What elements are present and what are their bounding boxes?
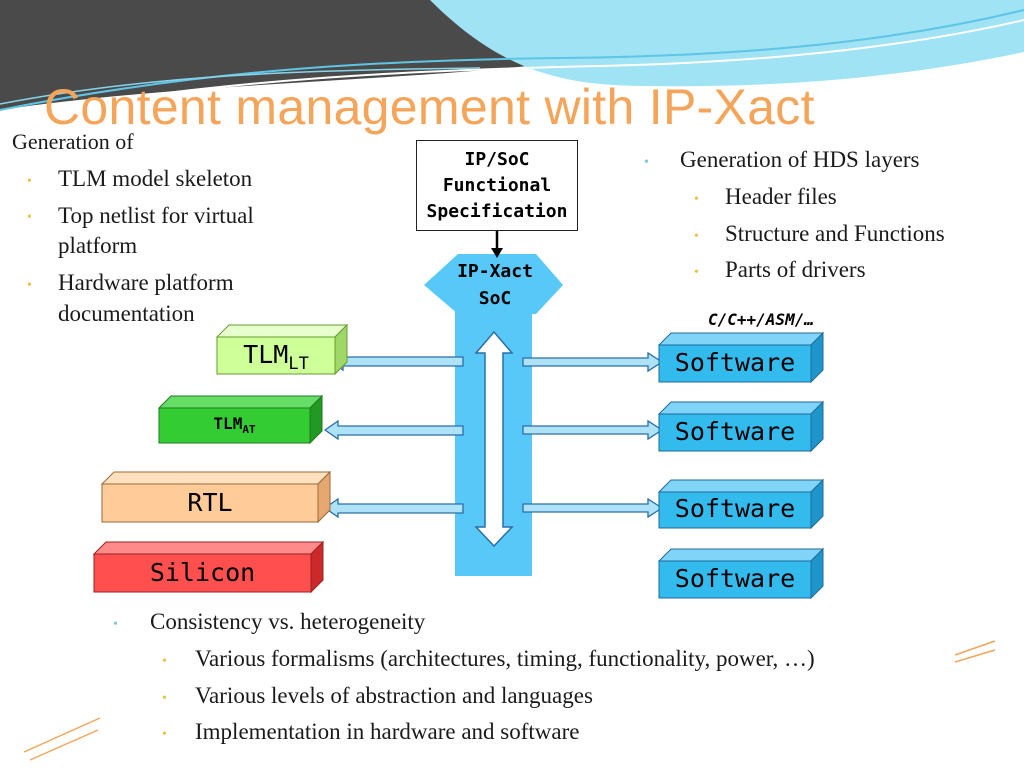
tlm-lt-main: TLM: [243, 340, 289, 369]
software-box-3: [657, 478, 825, 530]
rtl-label: RTL: [187, 488, 233, 517]
ipxact-line-1: IP-Xact: [457, 261, 533, 282]
software-box-1: [657, 331, 825, 384]
right-item-3: Parts of drivers: [725, 257, 866, 282]
header-wave-line-1: [0, 9, 1024, 111]
arrow-to-software-1: [522, 351, 664, 373]
tlm-at-box: [157, 394, 324, 445]
vertical-double-arrow: [474, 330, 514, 548]
right-heading: Generation of HDS layers: [680, 147, 920, 172]
deco-stroke-left: [23, 717, 101, 761]
arrow-to-software-3: [522, 497, 664, 519]
ipxact-line-2: SoC: [478, 288, 512, 309]
software-label-4: Software: [674, 564, 796, 593]
bullet-icon: •: [113, 617, 118, 632]
deco-stroke-right: [954, 640, 996, 663]
tlm-at-label: TLMAT: [159, 414, 310, 436]
left-heading: Generation of: [12, 129, 134, 154]
left-item-3: Hardware platform: [58, 270, 234, 295]
tlm-lt-label: TLMLT: [217, 340, 335, 374]
bullet-icon: •: [27, 278, 32, 293]
software-box-4: [657, 547, 825, 600]
arrow-to-tlm-lt: [328, 350, 464, 372]
software-label-2: Software: [674, 417, 796, 446]
c-languages-label: C/C++/ASM/…: [708, 310, 814, 329]
bullet-icon: •: [644, 155, 649, 170]
bullet-icon: •: [162, 727, 167, 742]
bullet-icon: •: [27, 210, 32, 225]
tlm-lt-box: [215, 323, 349, 376]
bottom-item-3: Implementation in hardware and software: [195, 719, 580, 744]
left-item-3-cont: documentation: [58, 301, 195, 326]
bullet-icon: •: [162, 654, 167, 669]
spec-line-2: Functional: [442, 175, 552, 196]
header-wave-line-3: [0, 67, 481, 105]
bullet-icon: •: [162, 691, 167, 706]
tlm-at-main: TLM: [213, 414, 243, 433]
tlm-at-sub: AT: [242, 423, 256, 437]
left-item-2-cont: platform: [58, 233, 138, 258]
software-label-1: Software: [674, 348, 796, 377]
bottom-item-2: Various levels of abstraction and langua…: [195, 683, 593, 708]
software-box-2: [657, 400, 825, 453]
right-item-2: Structure and Functions: [725, 221, 945, 246]
silicon-label: Silicon: [149, 558, 256, 587]
bullet-icon: •: [694, 192, 699, 207]
right-item-1: Header files: [725, 184, 837, 209]
header-wave-line-2: [0, 19, 1024, 119]
bullet-icon: •: [694, 229, 699, 244]
left-item-1: TLM model skeleton: [58, 166, 253, 191]
bottom-item-1: Various formalisms (architectures, timin…: [195, 646, 815, 671]
ipxact-label: IP-Xact SoC: [440, 258, 550, 312]
bullet-icon: •: [27, 174, 32, 189]
software-label-3: Software: [674, 494, 796, 523]
tlm-lt-sub: LT: [288, 354, 309, 374]
ipxact-hexagon: [424, 254, 563, 314]
spec-line-3: Specification: [426, 201, 568, 222]
arrow-to-tlm-at: [323, 419, 464, 441]
spec-line-1: IP/SoC: [464, 149, 530, 170]
bottom-panel: [100, 600, 952, 768]
bullet-icon: •: [694, 265, 699, 280]
left-item-2: Top netlist for virtual: [58, 203, 254, 228]
arrow-to-rtl: [323, 497, 464, 519]
bottom-heading: Consistency vs. heterogeneity: [150, 609, 426, 634]
rtl-box: [100, 470, 332, 524]
silicon-box: [92, 540, 325, 594]
arrow-to-software-2: [522, 419, 664, 441]
spec-box: IP/SoC Functional Specification: [416, 140, 578, 231]
slide-title: Content management with IP-Xact: [44, 79, 815, 135]
header-light-swoosh: [430, 0, 1024, 87]
